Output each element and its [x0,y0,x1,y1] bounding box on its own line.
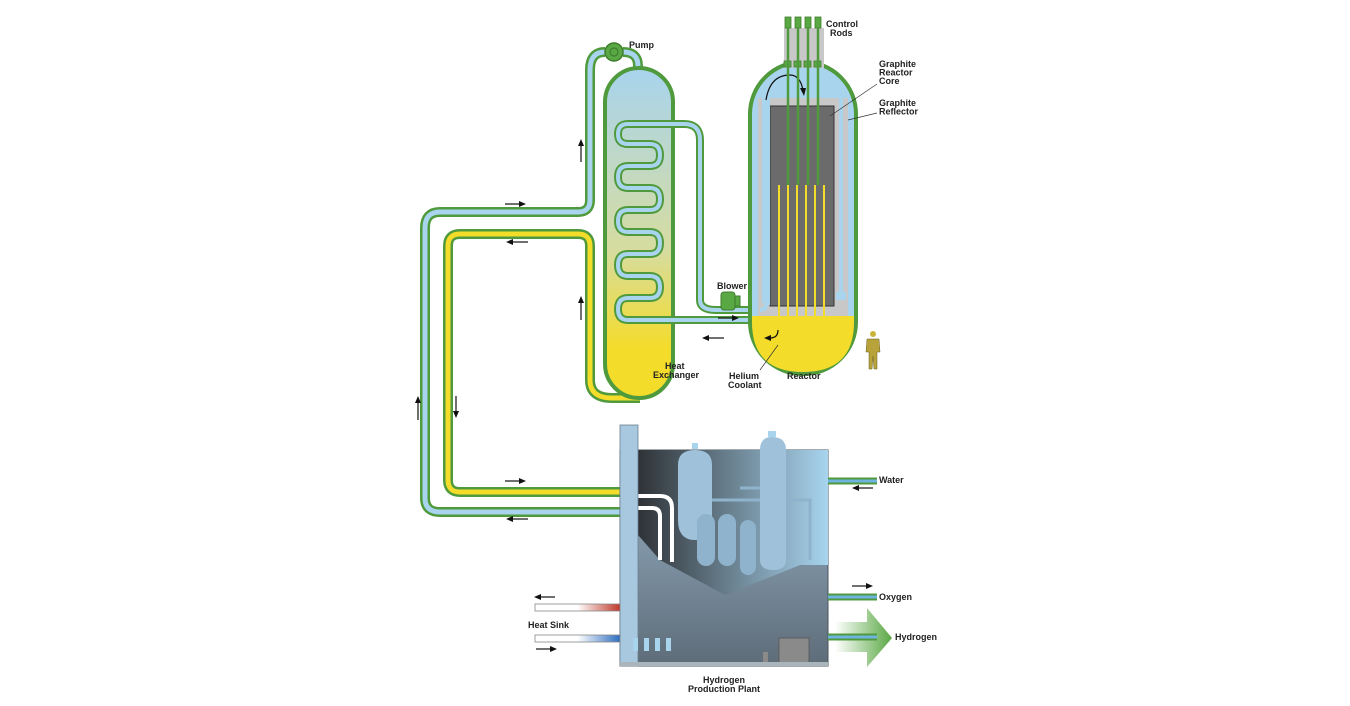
hydrogen-production-plant [619,424,829,667]
control-rods [783,16,824,185]
blower [720,291,741,311]
person-scale-figure [865,331,881,370]
label-reactor: Reactor [787,371,821,381]
label-water: Water [879,475,904,485]
secondary-loop-hot-pipe [443,229,640,497]
plant-chimney [619,424,639,667]
label-oxygen: Oxygen [879,592,912,602]
plant-vents [633,638,671,651]
heat-exchanger [603,66,760,400]
hydrogen-output-arrow [828,608,892,667]
label-hydrogen: Hydrogen [895,632,937,642]
label-blower: Blower [717,281,748,291]
heat-sink-pipes [534,603,621,643]
label-pump: Pump [629,40,655,50]
secondary-loop-cold-pipe [420,47,643,517]
reactor-vessel [748,60,858,376]
leader-lines [759,83,878,371]
flow-arrows [415,139,873,652]
label-heat-sink: Heat Sink [528,620,570,630]
pump [604,42,624,62]
